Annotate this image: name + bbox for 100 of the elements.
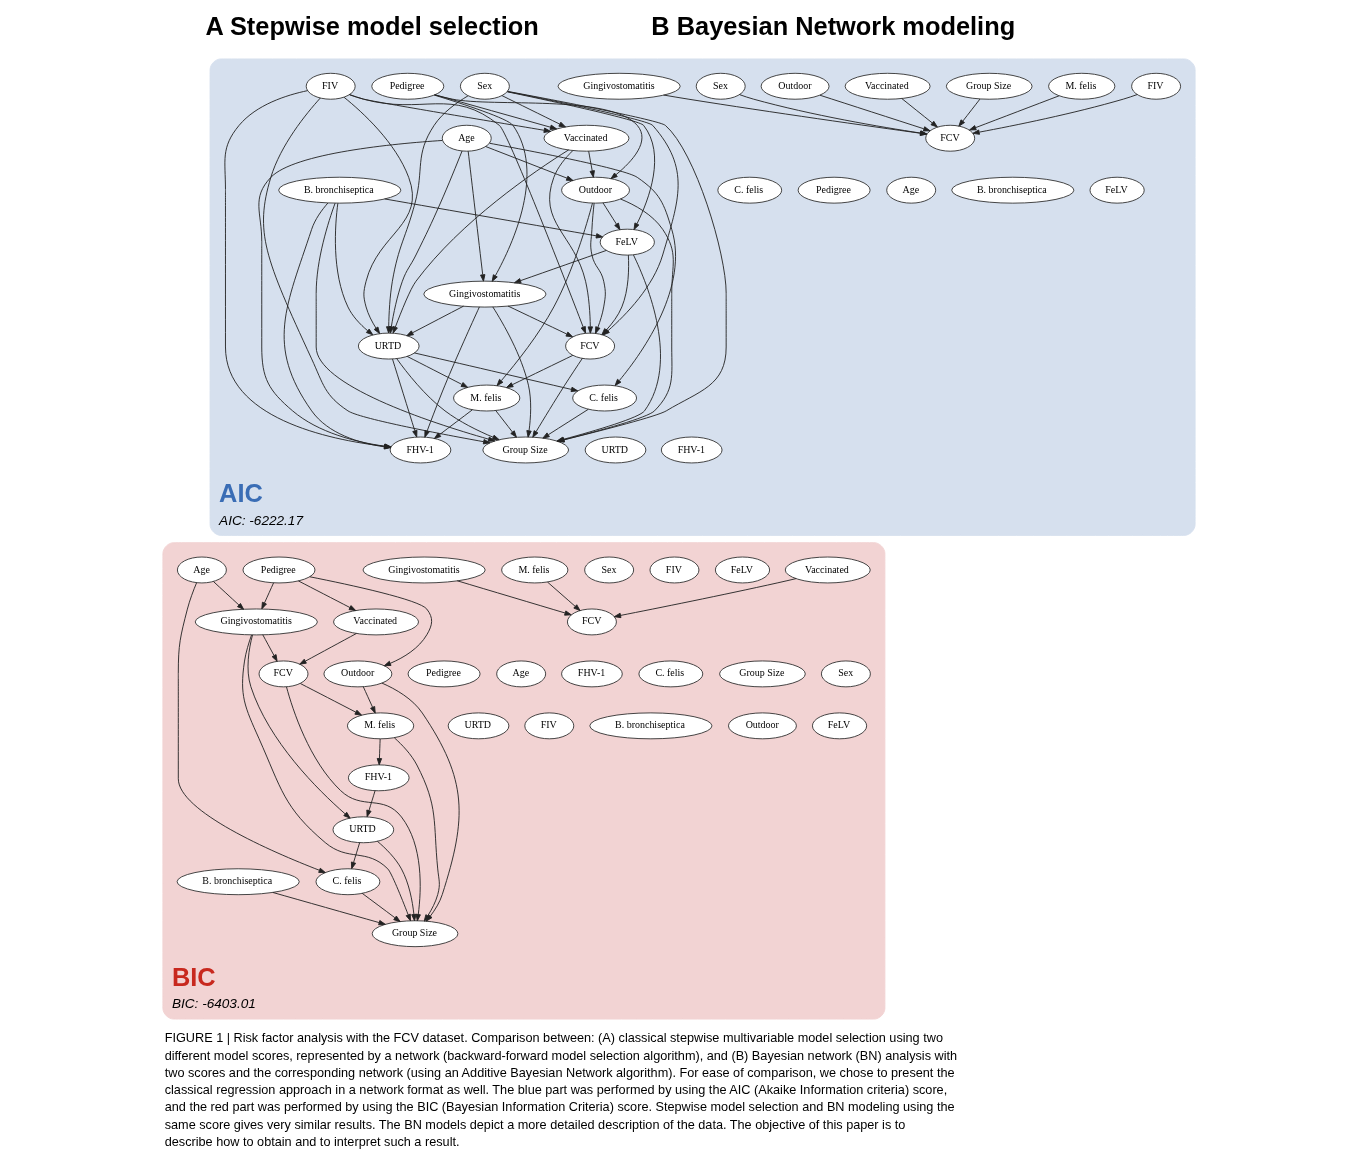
node-ellipse: FeLV <box>1089 176 1145 204</box>
arrow <box>467 150 486 282</box>
node-ellipse: Gingivostomatitis <box>557 72 681 100</box>
arrow <box>376 840 417 922</box>
node-ellipse: Pedigree <box>371 72 445 100</box>
arrow <box>547 581 581 612</box>
arrow <box>506 91 656 231</box>
node-ellipse: Pedigree <box>797 176 871 204</box>
node-ellipse: FIV <box>524 712 575 740</box>
node-ellipse: Age <box>886 176 937 204</box>
node-ellipse: FeLV <box>714 556 771 584</box>
arrow <box>492 306 532 438</box>
arrow <box>434 94 643 180</box>
arrow <box>588 150 595 178</box>
arrow <box>496 202 593 387</box>
node-ellipse: Sex <box>584 556 635 584</box>
arrow <box>507 90 727 443</box>
node-ellipse: Vaccinated <box>844 72 931 100</box>
node-ellipse: Vaccinated <box>333 608 419 636</box>
arrow <box>489 142 676 387</box>
node-ellipse: Gingivostomatitis <box>194 608 318 636</box>
arrow <box>506 354 574 388</box>
arrow <box>177 582 326 874</box>
node-ellipse: FHV-1 <box>561 660 623 688</box>
arrow <box>501 95 566 128</box>
arrow <box>901 98 938 128</box>
arrow <box>350 842 361 870</box>
node-ellipse: FeLV <box>811 712 868 740</box>
node-ellipse: Vaccinated <box>784 556 871 584</box>
arrow <box>315 202 496 442</box>
arrow <box>532 357 583 438</box>
arrow <box>739 94 928 136</box>
arrow <box>613 578 797 619</box>
arrow <box>663 94 928 136</box>
arrow <box>424 306 480 438</box>
arrow <box>507 305 574 338</box>
arrow <box>212 581 245 610</box>
arrow <box>384 198 604 239</box>
arrow <box>433 409 473 439</box>
node-ellipse: B. bronchiseptica <box>951 176 1075 204</box>
arrow <box>602 202 621 231</box>
arrow <box>406 305 464 337</box>
arrow <box>392 149 570 334</box>
node-ellipse: M. felis <box>1048 72 1116 100</box>
node-ellipse: Pedigree <box>242 556 316 584</box>
arrow <box>361 892 401 923</box>
arrow <box>433 94 528 282</box>
arrow <box>542 408 589 439</box>
node-ellipse: Age <box>176 556 227 584</box>
node-ellipse: Outdoor <box>760 72 830 100</box>
node-ellipse: Age <box>441 124 492 152</box>
node-ellipse: URTD <box>332 816 395 844</box>
arrow <box>456 580 572 616</box>
node-ellipse: C. felis <box>638 660 704 688</box>
node-ellipse: Gingivostomatitis <box>362 556 486 584</box>
arrow <box>272 891 386 926</box>
node-ellipse: C. felis <box>717 176 783 204</box>
node-ellipse: URTD <box>447 712 510 740</box>
arrow <box>263 97 491 445</box>
arrow <box>299 633 357 665</box>
node-ellipse: FHV-1 <box>660 436 723 464</box>
arrow <box>513 250 607 284</box>
node-ellipse: URTD <box>584 436 647 464</box>
arrow <box>549 150 593 334</box>
arrow <box>262 634 278 662</box>
node-ellipse: FIV <box>1131 72 1182 100</box>
arrow <box>406 355 469 388</box>
node-ellipse: Outdoor <box>728 712 797 740</box>
node-ellipse: B. bronchiseptica <box>176 868 300 896</box>
node-ellipse: Group Size <box>945 72 1033 100</box>
arrow <box>297 580 357 611</box>
arrow <box>557 198 674 443</box>
label: B Bayesian Network modeling <box>651 11 1016 40</box>
arrow <box>242 634 411 922</box>
node-ellipse: FIV <box>305 72 356 100</box>
arrow <box>495 410 517 438</box>
arrow <box>309 576 433 667</box>
node-ellipse: M. felis <box>346 712 415 740</box>
node-ellipse: FHV-1 <box>389 436 452 464</box>
node-ellipse: Age <box>496 660 547 688</box>
arrow <box>972 94 1138 135</box>
node-ellipse: Sex <box>820 660 871 688</box>
arrow <box>958 98 981 127</box>
arrow <box>969 95 1060 131</box>
arrow <box>286 686 421 922</box>
arrow <box>396 358 500 441</box>
node-ellipse: FeLV <box>599 228 655 256</box>
arrow <box>485 146 574 181</box>
caption: FIGURE 1 | Risk factor analysis with the FCV dataset. Comparison between: (A) classical stepwise multivariable model selection using two different model scores, represented by a network (backward-forward model selection algorithm), and (B) Bayesian network (BN) analysis with two scores and the corresponding network (using an Additive Bayesian Network algorithm). For ease of comparison, we chose to present the classical regression approach in a network format as well. The blue part was performed by using the AIC (Akaike Information criteria) score, and the red part was performed by using the BIC (Bayesian Information Criteria) score. Stepwise model selection and BN modeling using the same score gives very similar results. The BN models depict a more detailed description of the data. The objective of this paper is to describe how to obtain and to interpret such a result. <box>164 1031 958 1149</box>
node-ellipse: Group Size <box>719 660 806 688</box>
node-ellipse: Sex <box>695 72 746 100</box>
arrow <box>556 254 661 443</box>
arrow <box>334 202 374 336</box>
arrow <box>261 582 275 610</box>
node-ellipse: Pedigree <box>407 660 481 688</box>
node-ellipse: B. bronchiseptica <box>589 712 713 740</box>
node-ellipse: Sex <box>459 72 510 100</box>
arrow <box>362 686 376 714</box>
arrow <box>413 352 579 393</box>
node-ellipse: M. felis <box>501 556 569 584</box>
